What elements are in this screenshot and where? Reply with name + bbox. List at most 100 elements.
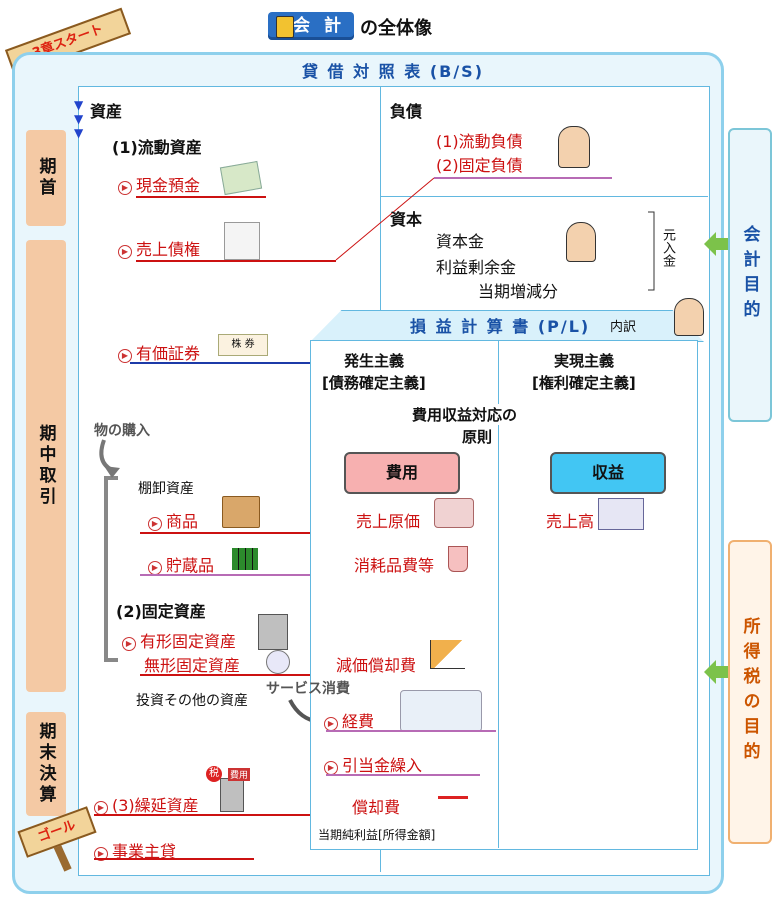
cash-underline <box>136 196 266 198</box>
service-label: サービス消費 <box>266 681 350 697</box>
bullet-icon: ▶ <box>324 717 338 731</box>
goods-label: 商品 <box>166 512 199 531</box>
capital-item-3: 当期増減分 <box>478 282 559 301</box>
receivables-label: 売上債権 <box>136 240 201 259</box>
allowance-underline <box>326 774 480 776</box>
tangible-item[interactable]: ▶ 有形固定資産 <box>122 628 236 652</box>
liabilities-heading: 負債 <box>390 102 423 121</box>
assets-heading: 資産 <box>90 102 123 121</box>
allowance-label: 引当金繰入 <box>342 756 423 775</box>
manager-icon <box>674 298 704 336</box>
capital-item-2: 利益剰余金 <box>436 258 517 277</box>
person-icon <box>558 126 590 168</box>
tax-building-icon <box>220 778 244 812</box>
revenue-box: 収益 <box>550 452 666 494</box>
bullet-icon: ▶ <box>94 801 108 815</box>
pl-divider <box>498 340 499 848</box>
securities-label: 有価証券 <box>136 344 201 363</box>
pl-title: 損 益 計 算 書 (P/L) <box>410 317 591 336</box>
matching-line-2: 原則 <box>462 428 493 446</box>
capital-bracket-label: 元入金 <box>660 228 675 267</box>
tax-purpose-tab: 所得税の目的 <box>728 540 772 844</box>
pl-subtitle: 内訳 <box>610 320 637 335</box>
bullet-icon: ▶ <box>118 349 132 363</box>
deferred-item[interactable]: ▶ (3)繰延資産 <box>94 792 199 816</box>
smiling-person-icon <box>566 222 596 262</box>
receivables-underline <box>136 260 336 262</box>
supplies-label: 貯蔵品 <box>166 556 215 575</box>
bullet-icon: ▶ <box>118 245 132 259</box>
accrual-sub: [債務確定主義] <box>322 374 426 392</box>
intangible-label: 無形固定資産 <box>144 656 241 675</box>
invoice-icon <box>224 222 260 260</box>
depreciation-label: 減価償却費 <box>336 656 417 675</box>
amortization-icon <box>438 796 468 813</box>
pot-icon <box>448 546 468 572</box>
expenses-item[interactable]: ▶ 経費 <box>324 708 374 732</box>
current-assets-heading: (1)流動資産 <box>112 138 202 157</box>
page-title: の全体像 <box>360 18 432 39</box>
tangible-label: 有形固定資産 <box>140 632 237 651</box>
accrual-heading: 発生主義 <box>344 352 405 370</box>
shop-icon <box>598 498 644 530</box>
pl-header <box>310 310 704 342</box>
bullet-icon: ▶ <box>148 517 162 531</box>
purchase-label: 物の購入 <box>94 423 150 439</box>
bullet-icon: ▶ <box>94 847 108 861</box>
realization-sub: [権利確定主義] <box>532 374 636 392</box>
start-arrow-icon: ▼▼▼ <box>74 98 84 140</box>
owner-underline <box>94 858 254 860</box>
cash-label: 現金預金 <box>136 176 201 195</box>
securities-underline <box>130 362 380 364</box>
net-income-label: 当期純利益[所得金額] <box>318 828 436 842</box>
allowance-item[interactable]: ▶ 引当金繰入 <box>324 752 422 776</box>
cart-icon <box>434 498 474 528</box>
securities-item[interactable]: ▶ 有価証券 <box>118 340 200 364</box>
owner-item[interactable]: ▶ 事業主貸 <box>94 838 176 862</box>
pl-box <box>310 340 698 850</box>
bullet-icon: ▶ <box>324 761 338 775</box>
fee-badge: 費用 <box>228 768 251 781</box>
deferred-underline <box>94 814 474 816</box>
liab-capital-divider <box>380 196 708 197</box>
bullet-icon: ▶ <box>118 181 132 195</box>
declining-chart-icon <box>430 640 465 669</box>
goods-item[interactable]: ▶ 商品 <box>148 508 198 532</box>
cogs-label: 売上原価 <box>356 512 421 531</box>
cost-box: 費用 <box>344 452 460 494</box>
receivables-item[interactable]: ▶ 売上債権 <box>118 236 200 260</box>
capital-heading: 資本 <box>390 210 423 229</box>
current-liabilities: (1)流動負債 <box>436 132 523 151</box>
bullet-icon: ▶ <box>148 561 162 575</box>
investments-label: 投資その他の資産 <box>136 693 248 709</box>
matching-line-1: 費用収益対応の <box>412 404 518 425</box>
stage-closing: 期末決算 <box>26 712 66 816</box>
accounting-purpose-tab: 会計目的 <box>728 128 772 422</box>
capital-item-1: 資本金 <box>436 232 485 251</box>
bs-title: 貸 借 対 照 表 (B/S) <box>301 62 485 81</box>
header-badge-text: 会 計 <box>293 16 345 36</box>
deferred-label: (3)繰延資産 <box>112 796 199 815</box>
fixed-liabilities: (2)固定負債 <box>436 156 523 175</box>
binders-icon <box>232 548 258 570</box>
owner-label: 事業主貸 <box>112 842 177 861</box>
cash-item[interactable]: ▶ 現金預金 <box>118 172 200 196</box>
stage-opening: 期首 <box>26 130 66 226</box>
fixed-assets-heading: (2)固定資産 <box>116 602 206 621</box>
intangible-item[interactable]: 無形固定資産 <box>144 652 240 676</box>
expenses-label: 経費 <box>342 712 375 731</box>
realization-heading: 実現主義 <box>554 352 615 370</box>
boxes-icon <box>222 496 260 528</box>
disc-icon <box>266 650 290 674</box>
consumables-label: 消耗品費等 <box>354 556 435 575</box>
amortization-label: 償却費 <box>352 798 401 817</box>
tax-badge: 税 <box>206 766 222 782</box>
building-icon <box>258 614 288 650</box>
book-icon <box>276 16 294 38</box>
stock-certificate-icon: 株 券 <box>218 334 268 356</box>
expenses-underline <box>326 730 496 732</box>
stock-stamp-label: 株 券 <box>231 339 255 350</box>
office-worker-icon <box>400 690 482 732</box>
bullet-icon: ▶ <box>122 637 136 651</box>
supplies-item[interactable]: ▶ 貯蔵品 <box>148 552 214 576</box>
